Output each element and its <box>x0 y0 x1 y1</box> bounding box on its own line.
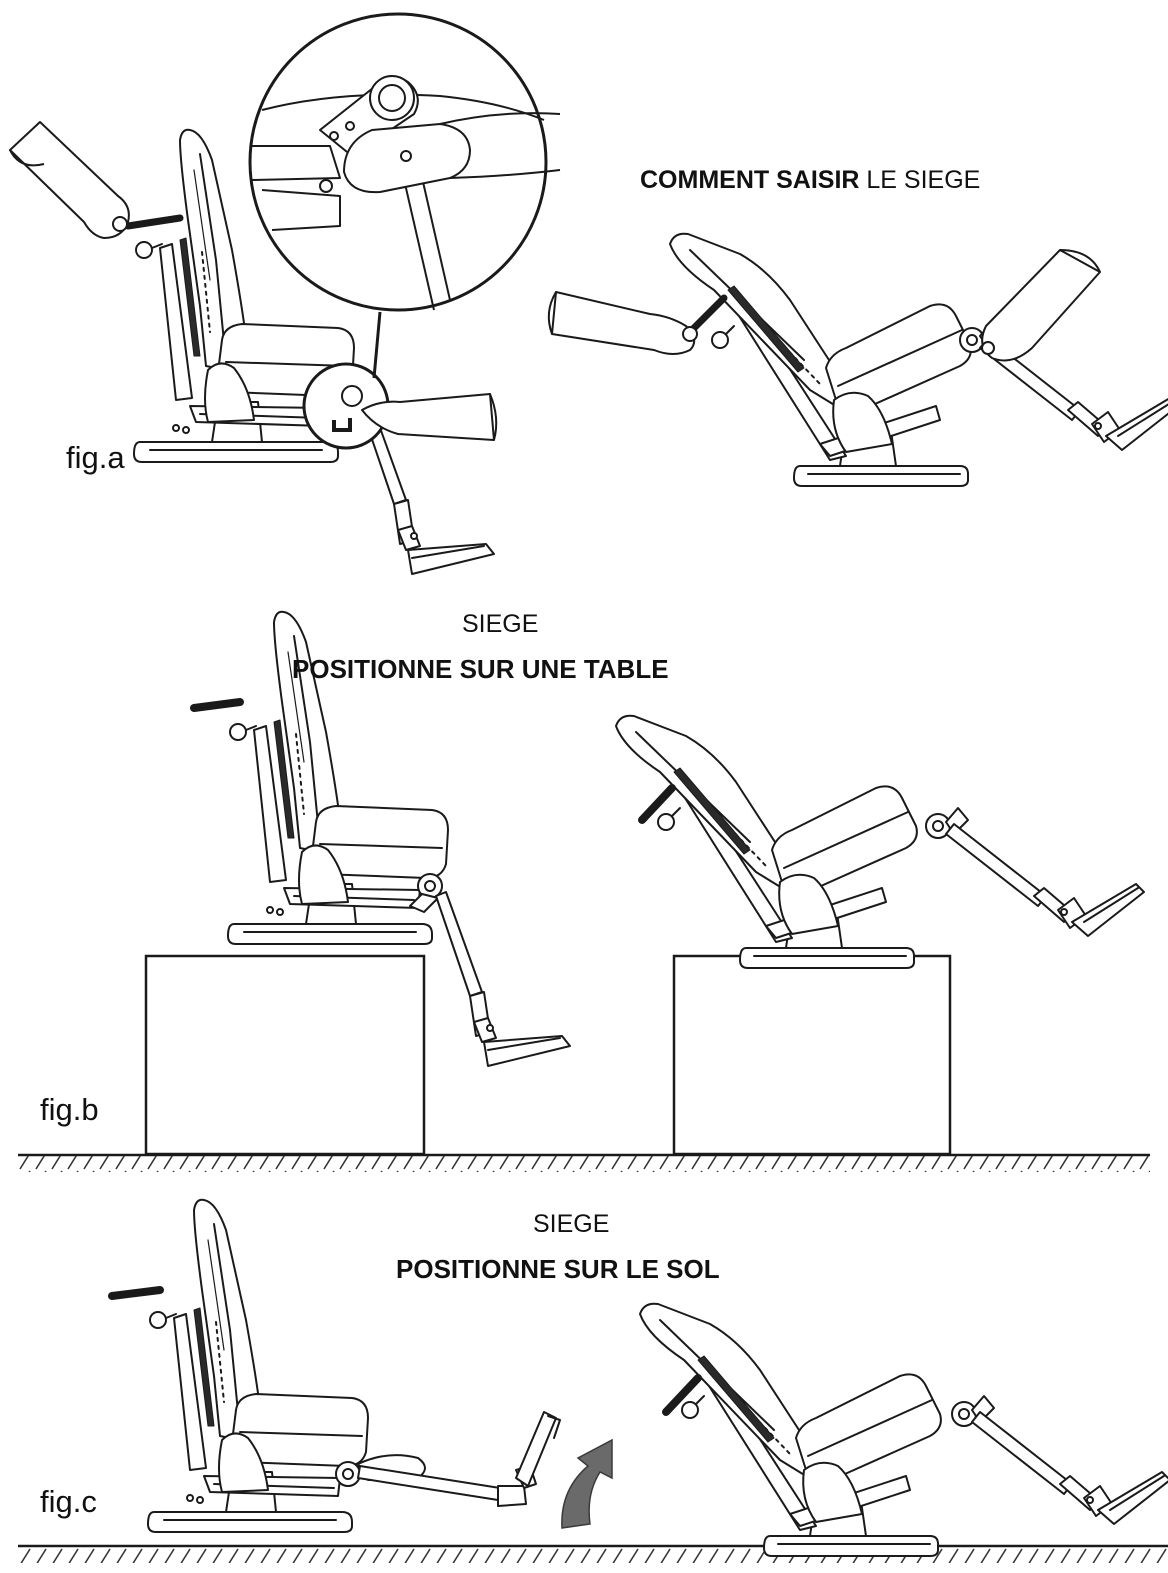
fig-b-caption-line1: SIEGE <box>462 610 539 638</box>
fig-b-caption-line2: POSITIONNE SUR UNE TABLE <box>292 654 669 684</box>
fig-a-label: fig.a <box>66 440 125 475</box>
fig-c-caption-line2: POSITIONNE SUR LE SOL <box>396 1254 720 1284</box>
table-left <box>144 954 426 1156</box>
table-right <box>672 954 952 1156</box>
lift-arrow-icon <box>561 1438 613 1529</box>
fig-c-label: fig.c <box>40 1484 97 1519</box>
fig-c-drawing <box>18 1198 1168 1563</box>
fig-b-label: fig.b <box>40 1092 99 1127</box>
fig-c-caption-line1: SIEGE <box>533 1210 610 1238</box>
fig-b-drawing <box>18 610 1150 1172</box>
fig-a-drawing <box>9 12 1168 575</box>
fig-a-title-bold: COMMENT SAISIR <box>640 166 860 194</box>
fig-a-title: COMMENT SAISIR LE SIEGE <box>640 166 980 195</box>
carry-handle <box>190 698 244 712</box>
fig-a-title-rest: LE SIEGE <box>859 166 981 194</box>
